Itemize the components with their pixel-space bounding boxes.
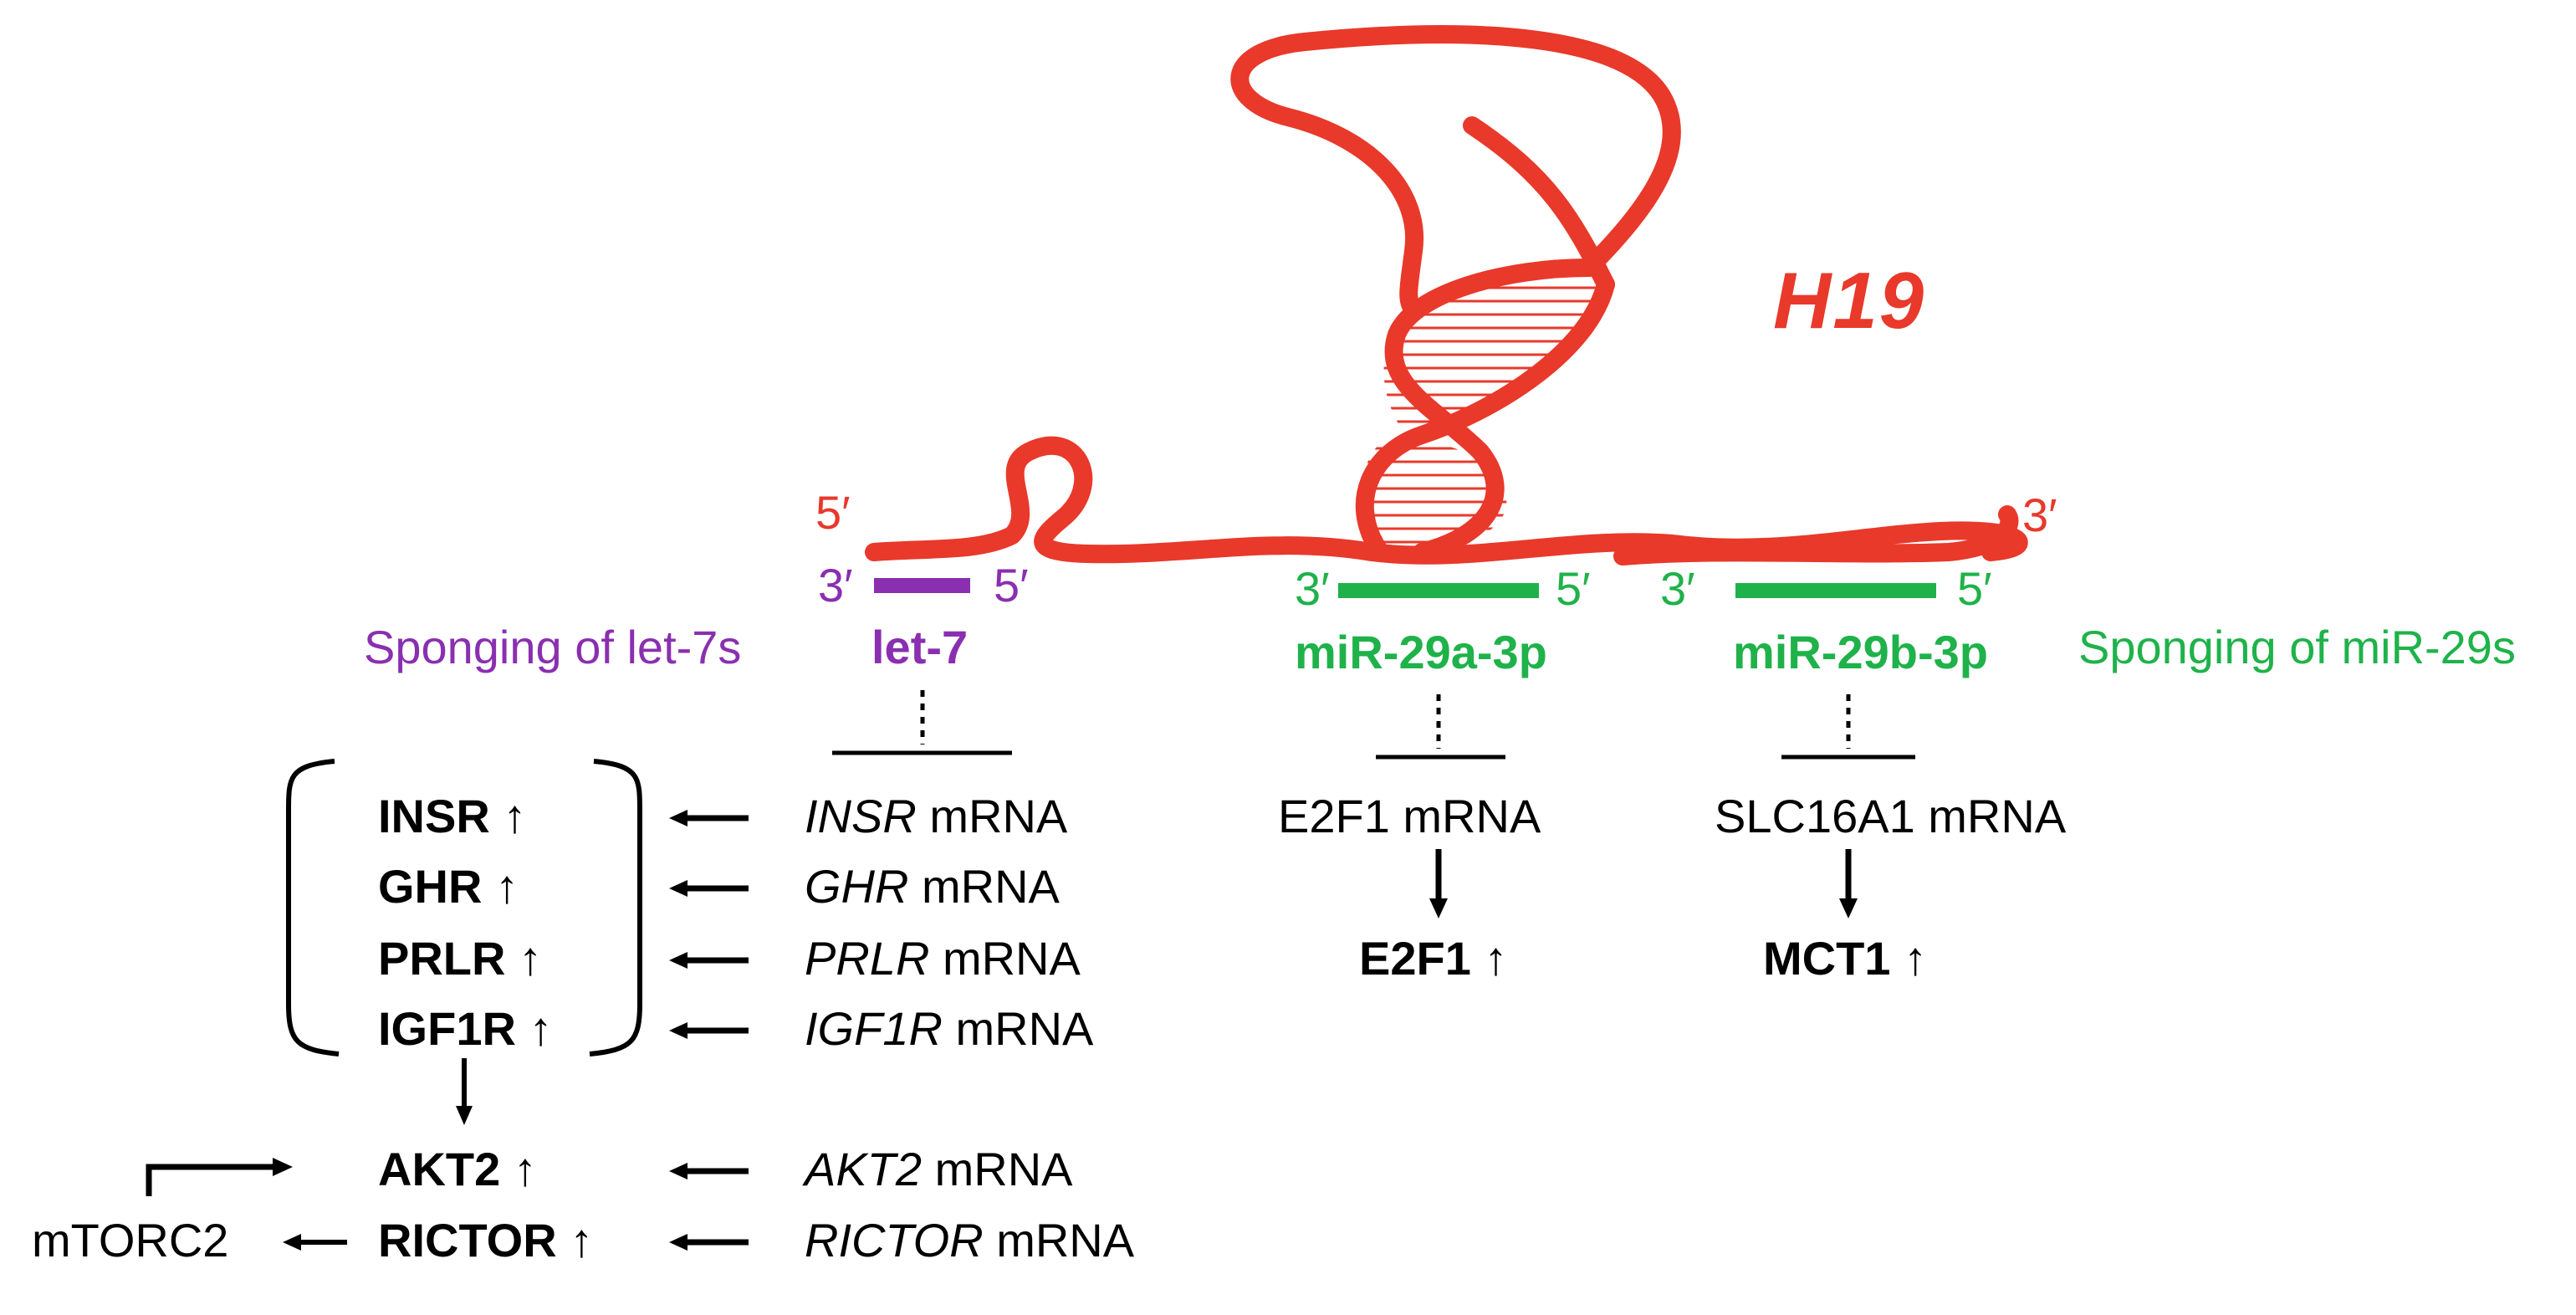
h19-helix-upper xyxy=(1383,269,1606,435)
translation-arrows xyxy=(682,815,749,1246)
h19-3prime-label: 3′ xyxy=(2022,489,2057,541)
mir29a-label: miR-29a-3p xyxy=(1295,626,1547,678)
mtorc2-label: mTORC2 xyxy=(32,1214,229,1266)
mir29b-label: miR-29b-3p xyxy=(1733,626,1988,678)
sponging-mir29-label: Sponging of miR-29s xyxy=(2078,621,2516,673)
mir29a-5prime-label: 5′ xyxy=(1556,562,1591,615)
protein-e2f1: E2F1 ↑ xyxy=(1359,932,1508,985)
mir29b-5prime-label: 5′ xyxy=(1957,562,1992,615)
let7-5prime-label: 5′ xyxy=(994,559,1029,611)
protein-mct1: MCT1 ↑ xyxy=(1763,932,1928,985)
h19-5prime-label: 5′ xyxy=(815,486,851,539)
inhibition-marks xyxy=(832,690,1915,760)
right-bracket xyxy=(589,759,642,1057)
mrna-e2f1: E2F1 mRNA xyxy=(1278,790,1541,842)
protein-rictor: RICTOR ↑ xyxy=(378,1214,594,1266)
mrna-insr: INSR mRNA xyxy=(805,790,1068,842)
mtorc2-to-akt2-arrow xyxy=(146,1164,276,1196)
h19-rna-strand xyxy=(865,25,2028,565)
mir29a-3prime-label: 3′ xyxy=(1295,562,1330,615)
translation-arrowheads xyxy=(669,810,687,1251)
mrna-slc16a1: SLC16A1 mRNA xyxy=(1715,790,2067,842)
left-bracket xyxy=(286,759,340,1057)
let7-3prime-label: 3′ xyxy=(818,559,853,611)
h19-title: H19 xyxy=(1773,256,1926,345)
protein-ghr: GHR ↑ xyxy=(378,860,519,913)
mrna-rictor: RICTOR mRNA xyxy=(805,1214,1135,1266)
let7-label: let-7 xyxy=(871,621,969,673)
protein-prlr: PRLR ↑ xyxy=(378,932,543,985)
protein-igf1r: IGF1R ↑ xyxy=(378,1002,553,1055)
mrna-ghr: GHR mRNA xyxy=(805,860,1060,913)
protein-insr: INSR ↑ xyxy=(378,790,527,842)
protein-akt2: AKT2 ↑ xyxy=(378,1143,537,1195)
mrna-prlr: PRLR mRNA xyxy=(805,932,1081,985)
mrna-igf1r: IGF1R mRNA xyxy=(805,1002,1094,1055)
sponging-let7-label: Sponging of let-7s xyxy=(364,621,742,673)
mir29b-3prime-label: 3′ xyxy=(1660,562,1695,615)
mrna-akt2: AKT2 mRNA xyxy=(805,1143,1073,1195)
